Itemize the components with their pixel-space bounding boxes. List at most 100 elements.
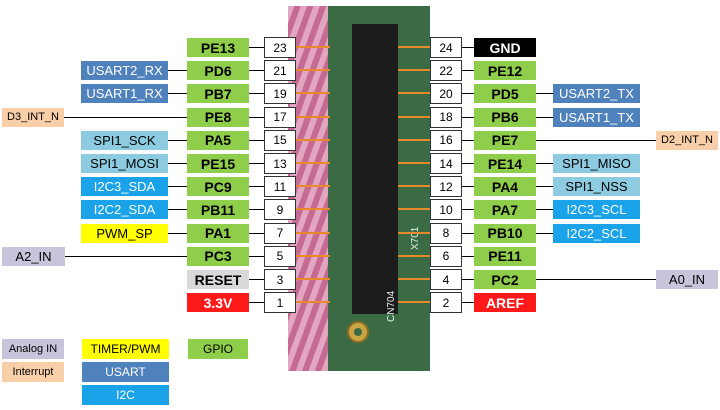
function-connector-line (168, 93, 187, 94)
function-label-a2-in: A2_IN (2, 247, 65, 266)
pin-connector-line (462, 163, 474, 164)
pin-connector-line (249, 186, 264, 187)
pin-connector-line (462, 93, 474, 94)
pin-connector-line (249, 93, 264, 94)
pin-number-19: 19 (264, 83, 296, 104)
pin-label-aref: AREF (474, 293, 536, 312)
pin-number-2: 2 (430, 292, 462, 313)
pin-label-pa4: PA4 (474, 177, 536, 196)
pin-label-pa1: PA1 (187, 224, 249, 243)
function-connector-line (536, 186, 553, 187)
function-label-pwm-sp: PWM_SP (81, 224, 168, 243)
function-label-d3-int-n: D3_INT_N (2, 108, 64, 127)
pin-number-22: 22 (430, 60, 462, 81)
pin-number-23: 23 (264, 37, 296, 58)
legend-item-usart: USART (82, 362, 169, 382)
pin-number-14: 14 (430, 153, 462, 174)
pin-number-17: 17 (264, 107, 296, 128)
function-label-i2c2-scl: I2C2_SCL (553, 224, 640, 243)
pin-connector-line (462, 256, 474, 257)
header-trace (296, 69, 330, 71)
pin-label-pd5: PD5 (474, 84, 536, 103)
header-trace (296, 208, 330, 210)
pin-number-24: 24 (430, 37, 462, 58)
header-trace (398, 116, 432, 118)
function-connector-line (168, 70, 187, 71)
pin-number-3: 3 (264, 269, 296, 290)
board-photo (288, 6, 430, 371)
function-label-spi1-nss: SPI1_NSS (553, 177, 640, 196)
pin-connector-line (249, 279, 264, 280)
header-trace (398, 301, 432, 303)
pin-number-6: 6 (430, 246, 462, 267)
header-trace (398, 162, 432, 164)
pin-label-pc2: PC2 (474, 270, 536, 289)
pin-connector-line (249, 302, 264, 303)
function-label-usart1-tx: USART1_TX (553, 108, 640, 127)
legend-item-gpio: GPIO (188, 339, 248, 359)
header-trace (296, 278, 330, 280)
header-trace (296, 162, 330, 164)
board-label-cn704: CN704 (386, 291, 397, 322)
header-trace (398, 92, 432, 94)
function-connector-line (168, 233, 187, 234)
legend-item-timer: TIMER/PWM (82, 339, 169, 359)
pin-number-18: 18 (430, 107, 462, 128)
header-trace (398, 232, 432, 234)
pin-number-10: 10 (430, 199, 462, 220)
pin-label-pc3: PC3 (187, 247, 249, 266)
pin-label-reset: RESET (187, 270, 249, 289)
function-label-i2c2-sda: I2C2_SDA (81, 200, 168, 219)
pin-number-13: 13 (264, 153, 296, 174)
pin-number-21: 21 (264, 60, 296, 81)
function-connector-line (536, 140, 656, 141)
header-trace (296, 301, 330, 303)
header-trace (296, 232, 330, 234)
pin-connector-line (462, 209, 474, 210)
pin-label-pb6: PB6 (474, 108, 536, 127)
function-connector-line (536, 233, 553, 234)
header-trace (398, 255, 432, 257)
header-trace (398, 46, 432, 48)
pin-connector-line (462, 233, 474, 234)
pin-label-pe7: PE7 (474, 131, 536, 150)
function-connector-line (536, 163, 553, 164)
function-connector-line (536, 209, 553, 210)
pin-number-12: 12 (430, 176, 462, 197)
pin-label-pe14: PE14 (474, 154, 536, 173)
function-label-i2c3-scl: I2C3_SCL (553, 200, 640, 219)
pin-connector-line (249, 140, 264, 141)
pin-connector-line (462, 117, 474, 118)
pin-label-pe13: PE13 (187, 38, 249, 57)
pin-connector-line (249, 117, 264, 118)
pin-connector-line (462, 186, 474, 187)
board-label-x701: X701 (410, 227, 421, 250)
function-connector-line (168, 140, 187, 141)
pin-connector-line (462, 70, 474, 71)
legend-item-analog: Analog IN (2, 339, 64, 359)
pin-label-pd6: PD6 (187, 61, 249, 80)
pin-label-pb11: PB11 (187, 200, 249, 219)
pin-connector-line (462, 47, 474, 48)
pin-connector-line (462, 279, 474, 280)
pin-number-20: 20 (430, 83, 462, 104)
pin-label-pb7: PB7 (187, 84, 249, 103)
pin-number-8: 8 (430, 223, 462, 244)
function-connector-line (536, 93, 553, 94)
header-trace (296, 255, 330, 257)
pin-number-9: 9 (264, 199, 296, 220)
pin-connector-line (249, 209, 264, 210)
pin-number-11: 11 (264, 176, 296, 197)
pin-label-pa7: PA7 (474, 200, 536, 219)
function-label-usart1-rx: USART1_RX (81, 84, 168, 103)
function-label-usart2-rx: USART2_RX (81, 61, 168, 80)
pin-connector-line (249, 70, 264, 71)
function-connector-line (168, 186, 187, 187)
legend-item-interrupt: Interrupt (2, 362, 64, 382)
pin-connector-line (249, 256, 264, 257)
function-connector-line (65, 256, 187, 257)
function-label-d2-int-n: D2_INT_N (656, 131, 718, 150)
pin-label-pb10: PB10 (474, 224, 536, 243)
function-connector-line (168, 163, 187, 164)
header-trace (398, 185, 432, 187)
